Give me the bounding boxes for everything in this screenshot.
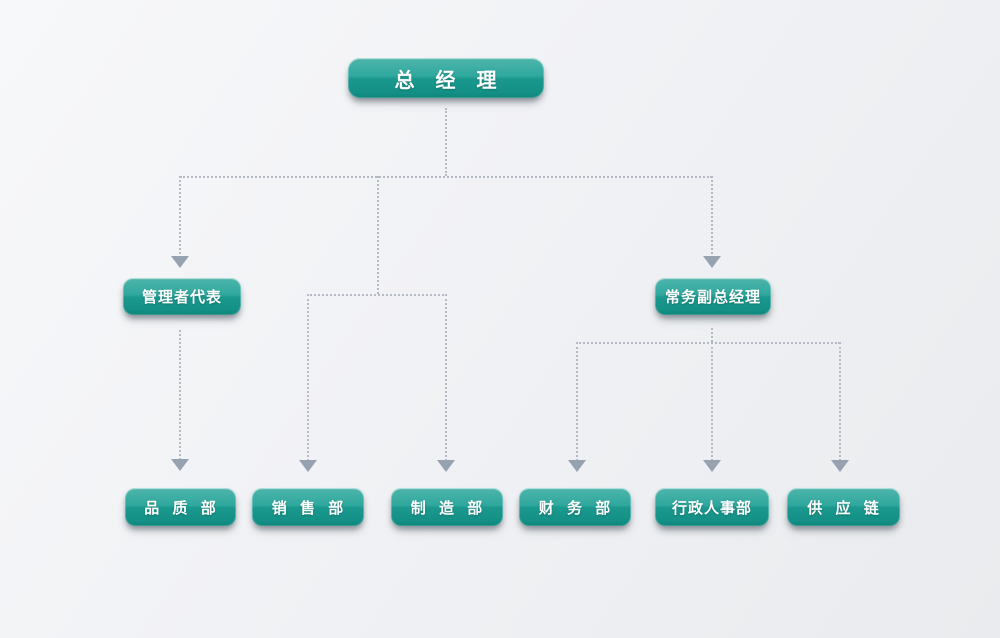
connector-line bbox=[576, 342, 840, 344]
connector-arrowhead-icon bbox=[703, 256, 721, 268]
node-manufacturing-dept: 制 造 部 bbox=[391, 488, 503, 526]
node-admin-hr-dept: 行政人事部 bbox=[655, 488, 769, 526]
connector-arrowhead-icon bbox=[437, 460, 455, 472]
connector-line bbox=[307, 294, 447, 296]
connector-line bbox=[377, 176, 379, 294]
connector-line bbox=[307, 294, 309, 461]
node-sales-dept: 销 售 部 bbox=[252, 488, 364, 526]
node-quality-dept: 品 质 部 bbox=[125, 488, 236, 526]
connector-line bbox=[179, 176, 181, 258]
connector-line bbox=[711, 328, 713, 342]
connector-line bbox=[445, 294, 447, 461]
connector-arrowhead-icon bbox=[703, 460, 721, 472]
connector-arrowhead-icon bbox=[299, 460, 317, 472]
node-finance-dept: 财 务 部 bbox=[519, 488, 631, 526]
node-supply-chain: 供 应 链 bbox=[787, 488, 900, 526]
connector-arrowhead-icon bbox=[171, 459, 189, 471]
connector-line bbox=[839, 342, 841, 461]
connector-line bbox=[180, 176, 712, 178]
connector-line bbox=[445, 108, 447, 176]
connector-arrowhead-icon bbox=[568, 460, 586, 472]
connector-line bbox=[576, 342, 578, 461]
node-management-representative: 管理者代表 bbox=[123, 278, 241, 315]
connector-arrowhead-icon bbox=[831, 460, 849, 472]
node-general-manager: 总 经 理 bbox=[348, 58, 544, 98]
connector-line bbox=[711, 176, 713, 258]
connector-arrowhead-icon bbox=[171, 256, 189, 268]
connector-line bbox=[179, 330, 181, 460]
connector-line bbox=[711, 342, 713, 461]
node-executive-deputy-gm: 常务副总经理 bbox=[655, 278, 771, 315]
